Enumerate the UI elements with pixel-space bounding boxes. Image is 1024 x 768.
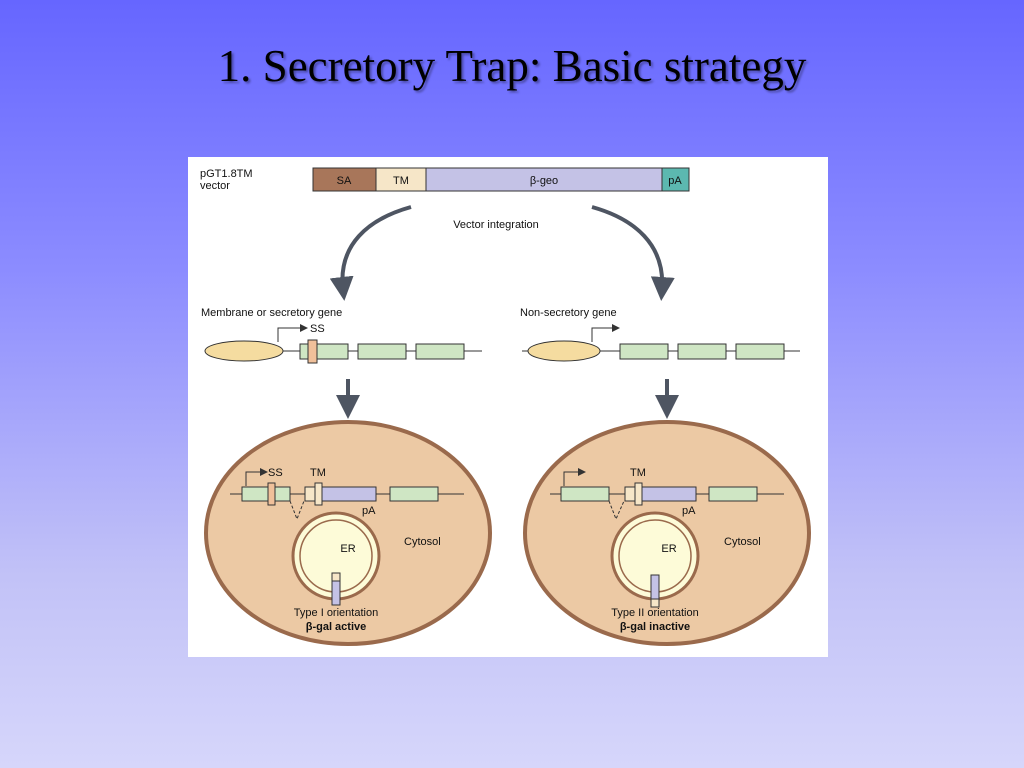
promoter-ellipse <box>204 340 284 362</box>
exon-1 <box>619 343 669 360</box>
bgal-domain <box>331 580 341 606</box>
right-cell-pa-label: pA <box>682 505 696 517</box>
exon-1 <box>241 486 291 502</box>
sa-box <box>304 486 316 502</box>
tm-box <box>314 482 323 506</box>
left-cell-pa-label: pA <box>362 505 376 517</box>
right-cell-tm-label: TM <box>630 467 646 479</box>
right-result-label: β-gal inactive <box>620 621 690 633</box>
vector-name-line2: vector <box>200 180 230 192</box>
left-cell: SS TM pA ER Cytosol Type I orientation β… <box>204 420 492 646</box>
exon-2 <box>677 343 727 360</box>
transcription-start-arrow <box>612 324 620 332</box>
exon-2 <box>357 343 407 360</box>
tm-anchor <box>331 572 341 582</box>
bgeo-box <box>321 486 377 502</box>
left-integration-arrow <box>329 205 412 301</box>
right-cell-er-label: ER <box>661 543 676 555</box>
left-gene-label: Membrane or secretory gene <box>201 307 342 319</box>
signal-sequence-box <box>267 482 276 506</box>
right-orientation-label: Type II orientation <box>611 607 698 619</box>
left-ss-label: SS <box>310 323 325 335</box>
sa-label: SA <box>337 175 352 187</box>
sa-box <box>624 486 636 502</box>
signal-sequence-box <box>307 339 318 364</box>
left-cell-tm-label: TM <box>310 467 326 479</box>
exon-3 <box>735 343 785 360</box>
tm-label: TM <box>393 175 409 187</box>
right-gene-locus <box>522 324 800 362</box>
right-cell-cytosol-label: Cytosol <box>724 536 761 548</box>
bgeo-label: β-geo <box>530 175 558 187</box>
exon-2 <box>708 486 758 502</box>
promoter-ellipse <box>527 340 601 362</box>
splice-line <box>608 500 625 521</box>
vector-construct: SA TM β-geo pA <box>312 167 690 192</box>
left-result-label: β-gal active <box>306 621 367 633</box>
slide-title: 1. Secretory Trap: Basic strategy <box>217 41 807 91</box>
left-cell-cytosol-label: Cytosol <box>404 536 441 548</box>
left-gene-locus: SS <box>204 323 482 364</box>
diagram-canvas: pGT1.8TM vector SA TM β-geo pA Vector in… <box>200 167 811 646</box>
vector-name-line1: pGT1.8TM <box>200 168 253 180</box>
right-cell: TM pA ER Cytosol Type II orientation β-g… <box>523 420 811 646</box>
bgeo-box <box>641 486 697 502</box>
left-cell-er-label: ER <box>340 543 355 555</box>
pa-segment <box>661 167 690 192</box>
integration-label: Vector integration <box>453 219 539 231</box>
secretory-trap-diagram: pGT1.8TM vector SA TM β-geo pA Vector in… <box>188 157 828 657</box>
exon-3 <box>415 343 465 360</box>
transcription-start-arrow <box>578 468 586 476</box>
exon-1 <box>560 486 610 502</box>
left-orientation-label: Type I orientation <box>294 607 378 619</box>
exon-2 <box>389 486 439 502</box>
right-integration-arrow <box>591 205 675 301</box>
splice-line <box>289 500 305 521</box>
tm-box <box>634 482 643 506</box>
bgal-domain <box>650 574 660 600</box>
transcription-start-arrow <box>260 468 268 476</box>
right-gene-label: Non-secretory gene <box>520 307 617 319</box>
exon-1 <box>299 343 349 360</box>
left-cell-ss-label: SS <box>268 467 283 479</box>
transcription-start-arrow <box>300 324 308 332</box>
pa-label: pA <box>668 175 682 187</box>
tm-anchor <box>650 598 660 608</box>
